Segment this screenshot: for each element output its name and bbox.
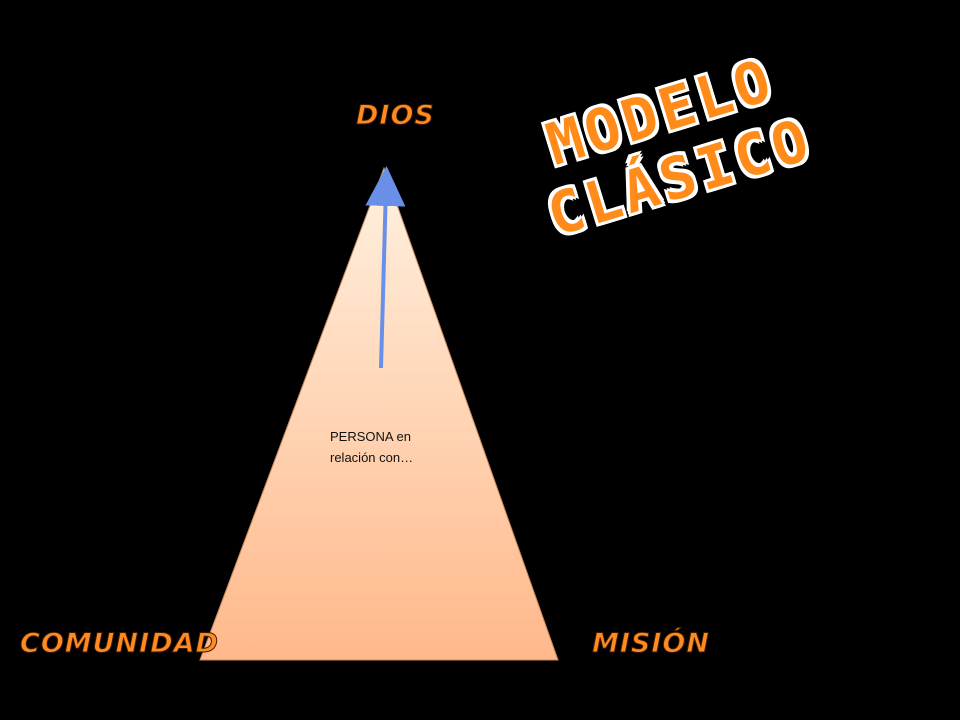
center-text-line-2: relación con… [330,450,414,465]
vertex-label-bottom-left: COMUNIDAD [20,628,219,660]
center-text-line-1: PERSONA en [330,429,411,444]
vertex-label-top: DIOS [356,100,435,132]
triangle-shape [199,166,559,661]
center-text: PERSONA en relación con… [330,426,460,468]
vertex-label-bottom-right: MISIÓN [592,628,710,660]
upward-arrow [365,166,406,369]
